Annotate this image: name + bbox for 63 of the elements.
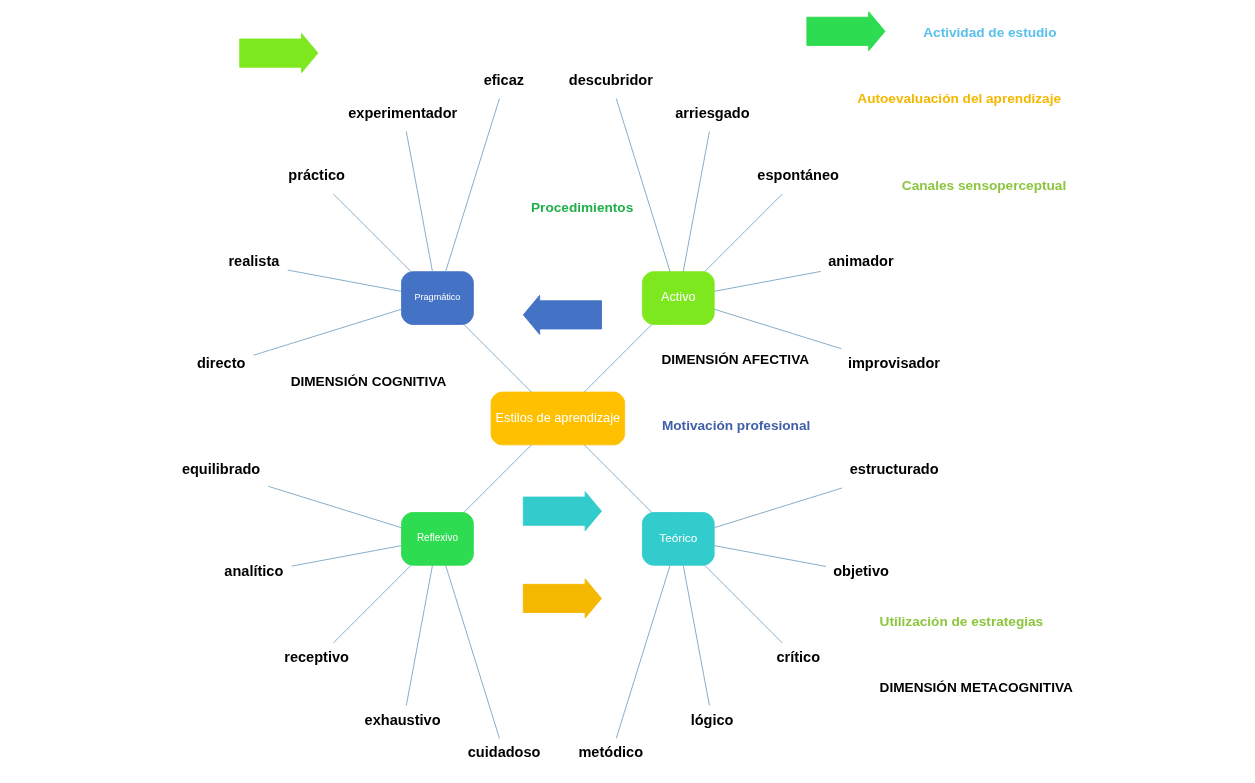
label: Autoevaluación del aprendizaje	[856, 90, 1061, 106]
label: Procedimientos	[530, 199, 633, 215]
connector	[267, 485, 402, 529]
node-text: realista	[227, 253, 279, 270]
node-text: crítico	[775, 648, 820, 665]
connector	[252, 308, 402, 356]
connector	[713, 308, 842, 350]
connector	[462, 323, 532, 393]
node-text: cuidadoso	[467, 744, 540, 761]
node-text: receptivo	[283, 648, 349, 665]
node-text: eficaz	[483, 71, 524, 88]
node-text: objetivo	[832, 562, 889, 579]
connector	[713, 270, 821, 292]
connector	[332, 193, 411, 273]
connector	[444, 98, 500, 273]
node-arrow	[522, 578, 602, 619]
label: Motivación profesional	[661, 417, 810, 433]
connector	[405, 131, 433, 272]
connector	[444, 564, 500, 739]
node-box: Pragmático	[400, 271, 474, 325]
label: Canales sensoperceptual	[901, 177, 1066, 193]
node-text: analítico	[223, 562, 283, 579]
connector	[703, 193, 783, 273]
node-text: práctico	[287, 167, 345, 184]
connector	[583, 323, 652, 393]
node-text: animador	[827, 253, 894, 270]
connector	[405, 565, 433, 706]
connector	[462, 444, 532, 513]
connector	[703, 564, 783, 644]
connector	[286, 269, 402, 292]
connector	[615, 98, 670, 273]
connector	[682, 565, 710, 706]
node-text: directo	[196, 354, 245, 371]
label: DIMENSIÓN AFECTIVA	[660, 352, 809, 368]
connector	[583, 444, 652, 513]
connector	[713, 545, 826, 567]
node-text: exhaustivo	[364, 711, 441, 728]
node-text: equilibrado	[181, 461, 260, 478]
node-text: metódico	[577, 744, 643, 761]
connector	[682, 131, 710, 272]
label: Actividad de estudio	[922, 25, 1056, 41]
node-arrow	[522, 491, 602, 532]
connector	[713, 487, 843, 529]
label: DIMENSIÓN METACOGNITIVA	[879, 679, 1073, 695]
node-box: Teórico	[641, 512, 715, 566]
node-text: arriesgado	[674, 104, 750, 121]
label: Utilización de estrategias	[879, 614, 1043, 630]
node-box: Reflexivo	[400, 512, 474, 566]
node-arrow	[522, 294, 602, 335]
connector	[332, 564, 411, 644]
node-text: estructurado	[849, 461, 939, 478]
node-text: experimentador	[347, 104, 457, 121]
node-box: Estilos de aprendizaje	[490, 391, 625, 446]
connector	[290, 545, 402, 567]
node-arrow	[238, 33, 318, 74]
node-arrow	[805, 11, 885, 52]
node-text: espontáneo	[756, 167, 839, 184]
node-text: lógico	[690, 711, 733, 728]
node-box: Activo	[641, 271, 715, 325]
label: DIMENSIÓN COGNITIVA	[290, 374, 446, 390]
connector	[615, 564, 670, 739]
node-text: improvisador	[847, 354, 940, 371]
node-text: descubridor	[568, 71, 653, 88]
